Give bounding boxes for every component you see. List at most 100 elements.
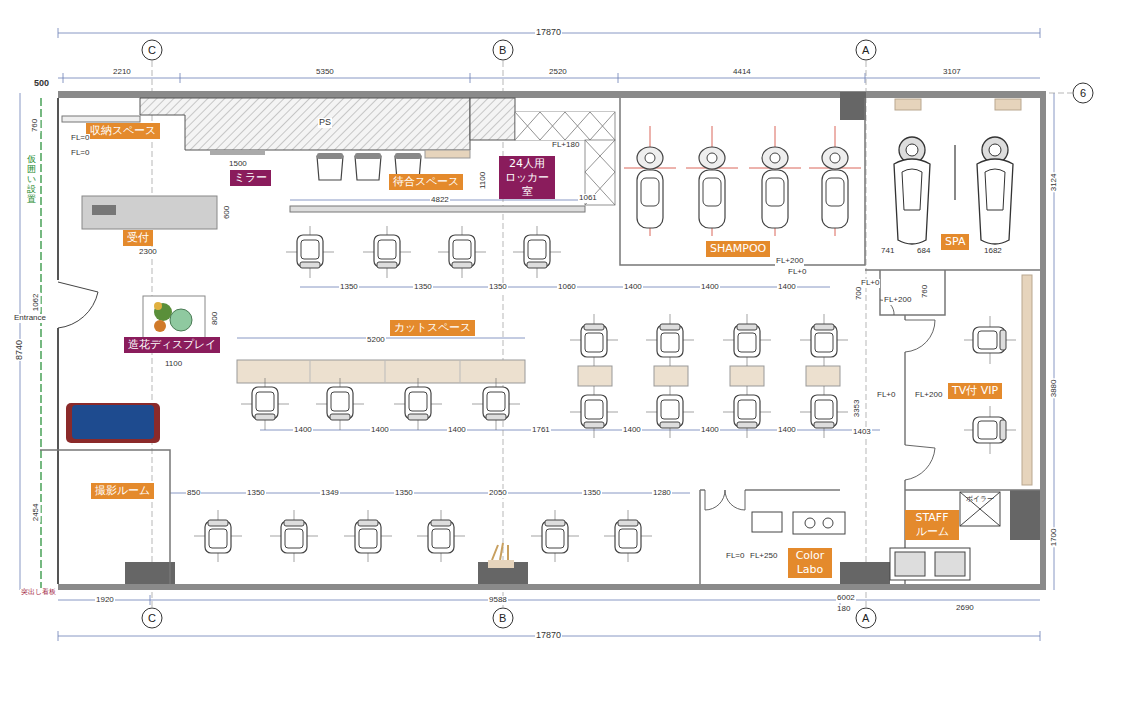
dimension-label: 700 xyxy=(855,286,864,301)
partitions-part xyxy=(905,489,1040,491)
grid-circles-part xyxy=(142,40,162,60)
plan-drawing-part xyxy=(723,386,771,438)
dimension-label: 760 xyxy=(921,284,930,299)
pipe-shaft xyxy=(140,98,470,150)
room-label: 造花ディスプレイ xyxy=(124,337,220,353)
plan-drawing-part xyxy=(316,378,364,430)
bottom-counter xyxy=(488,560,514,568)
plan-drawing-part xyxy=(964,406,1016,454)
plan-drawing-part xyxy=(964,316,1016,364)
columns-part xyxy=(840,562,890,584)
plan-drawing-part xyxy=(809,126,861,236)
dimension-label: 2690 xyxy=(955,604,975,613)
plan-drawing-part xyxy=(570,314,618,366)
partitions-part xyxy=(620,98,865,265)
walls-part xyxy=(58,584,1046,590)
counter-dividers-part xyxy=(460,360,461,383)
dimension-label: FL+200 xyxy=(883,296,912,305)
mirror-counter xyxy=(237,360,525,383)
entrance-door xyxy=(58,282,98,328)
plan-drawing-part xyxy=(686,126,738,236)
columns-part xyxy=(125,562,175,584)
dimension-label: 1350 xyxy=(488,283,508,292)
partitions xyxy=(40,98,1040,584)
plan-drawing-part xyxy=(317,153,343,180)
room-name: 待合スペース xyxy=(393,175,459,189)
plan-drawing-part xyxy=(624,126,676,236)
entrance-wall-part xyxy=(57,98,59,280)
dimension-label: 3107 xyxy=(942,68,962,77)
plan-drawing-part xyxy=(417,510,465,562)
dimension-label: 1403 xyxy=(852,428,872,437)
plan-drawing-part xyxy=(531,510,579,562)
dimension-lines-part xyxy=(618,73,619,83)
staff-table-part xyxy=(890,548,970,580)
dimension-label: 1700 xyxy=(1050,528,1059,548)
dimension-label: FL+0 xyxy=(787,268,807,277)
staff-table-part xyxy=(895,552,925,576)
dimension-label: 2210 xyxy=(112,68,132,77)
plants-part xyxy=(154,302,162,310)
partitions-part xyxy=(699,490,701,584)
dimension-label: 180 xyxy=(836,605,851,614)
sink-part xyxy=(793,512,845,534)
island-counters-part xyxy=(806,366,840,386)
staff-table-part xyxy=(935,552,965,576)
dimension-label: FL+250 xyxy=(749,552,778,561)
sink xyxy=(793,512,845,534)
dimension-label: FL+0 xyxy=(876,391,896,400)
partitions-part xyxy=(904,352,906,445)
dimension-label: 1400 xyxy=(622,426,642,435)
dimension-label: 1060 xyxy=(557,283,577,292)
mirror-bar xyxy=(290,206,585,212)
room-label: SHAMPOO xyxy=(706,241,770,257)
room-label: カットスペース xyxy=(390,320,475,336)
hoarding-line xyxy=(40,98,41,588)
dimension-label: 1061 xyxy=(578,194,598,203)
plants xyxy=(154,302,192,332)
dimension-lines-part xyxy=(63,73,64,83)
room-label: 撮影ルーム xyxy=(91,483,154,499)
plan-drawing-part xyxy=(800,386,848,438)
dimension-lines-part xyxy=(1054,93,1055,590)
room-label: 受付 xyxy=(123,230,153,246)
grid-label: B xyxy=(498,612,507,624)
walls-part xyxy=(58,91,1044,98)
boiler-part xyxy=(960,492,1000,526)
doors xyxy=(705,300,935,510)
room-label: 24人用 ロッカー室 xyxy=(499,156,555,199)
dimension-label: 1062 xyxy=(32,293,41,313)
dimension-label: Entrance xyxy=(13,314,47,323)
plan-drawing-part xyxy=(286,226,334,278)
plan-drawing-part xyxy=(646,314,694,366)
dimension-lines xyxy=(20,28,1054,641)
dimension-lines-part xyxy=(180,73,181,83)
lockers-part xyxy=(515,112,615,140)
dimension-label: 1682 xyxy=(983,247,1003,256)
entrance-wall-part xyxy=(57,328,59,584)
bottom-plant xyxy=(492,543,508,560)
boiler xyxy=(960,492,1000,526)
dimension-label: FL+200 xyxy=(775,257,804,266)
dimension-label: 1400 xyxy=(700,426,720,435)
dimension-label: 1400 xyxy=(447,426,467,435)
dimension-label: FL=0 xyxy=(725,552,745,561)
room-label: SPA xyxy=(941,234,969,250)
plants-part xyxy=(154,320,166,332)
plan-drawing-part xyxy=(355,153,381,180)
dimension-label: 1100 xyxy=(164,360,183,369)
grid-label: A xyxy=(861,612,870,624)
plan-drawing-part xyxy=(363,226,411,278)
room-name: ミラー xyxy=(234,171,267,185)
dimension-label: 17870 xyxy=(535,631,562,641)
grid-label: 6 xyxy=(1079,87,1087,99)
plan-drawing-part xyxy=(241,378,289,430)
dimension-label: PS xyxy=(318,118,332,128)
dimension-label: FL=0 xyxy=(70,134,90,143)
grid-circles-part xyxy=(856,608,876,628)
doors-part xyxy=(905,445,935,480)
staff-table xyxy=(890,548,970,580)
room-name: 24人用 ロッカー室 xyxy=(503,157,551,198)
dimension-label: FL=0 xyxy=(70,149,90,158)
